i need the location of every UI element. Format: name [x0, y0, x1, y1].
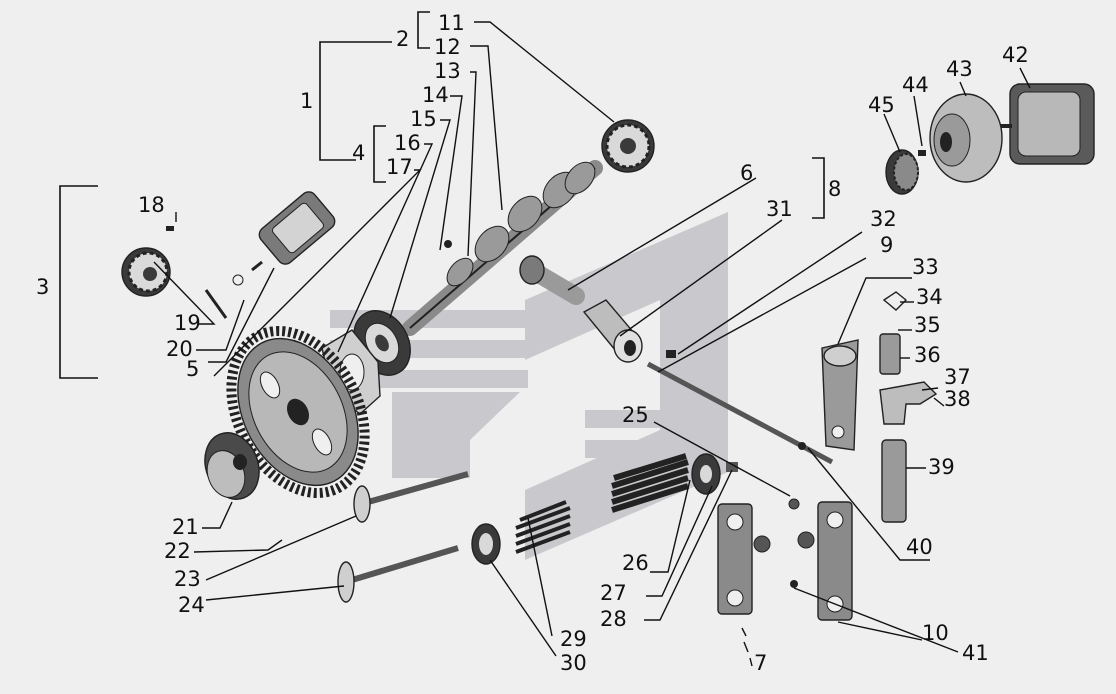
- label-21: 21: [172, 515, 199, 539]
- label-11: 11: [438, 11, 465, 35]
- label-34: 34: [916, 285, 943, 309]
- tappet-7: [717, 503, 771, 615]
- leader-lines: [153, 21, 1031, 667]
- cap-27: [691, 453, 738, 495]
- label-43: 43: [946, 57, 973, 81]
- label-13: 13: [434, 59, 461, 83]
- label-4: 4: [352, 141, 365, 165]
- label-30: 30: [560, 651, 587, 675]
- label-18: 18: [138, 193, 165, 217]
- label-44: 44: [902, 73, 929, 97]
- label-29: 29: [560, 627, 587, 651]
- label-36: 36: [914, 343, 941, 367]
- label-45: 45: [868, 93, 895, 117]
- label-39: 39: [928, 455, 955, 479]
- rocker-33: [821, 339, 859, 451]
- spring-26: [611, 453, 689, 513]
- label-28: 28: [600, 607, 627, 631]
- valve-23: [353, 471, 469, 523]
- key-44: [918, 150, 926, 156]
- label-1: 1: [300, 89, 313, 113]
- pinion-45: [885, 149, 919, 195]
- small-gear-19: [121, 247, 171, 297]
- pin-32: [666, 350, 676, 358]
- label-2: 2: [396, 27, 409, 51]
- label-16: 16: [394, 131, 421, 155]
- camshaft-12: [402, 160, 603, 336]
- tappet-10: [788, 498, 853, 621]
- label-31: 31: [766, 197, 793, 221]
- label-9: 9: [880, 233, 893, 257]
- label-38: 38: [944, 387, 971, 411]
- alternator-42: [992, 83, 1095, 165]
- label-35: 35: [914, 313, 941, 337]
- label-42: 42: [1002, 43, 1029, 67]
- label-41: 41: [962, 641, 989, 665]
- label-24: 24: [178, 593, 205, 617]
- label-33: 33: [912, 255, 939, 279]
- gear-wheel-11: [601, 119, 655, 173]
- label-19: 19: [174, 311, 201, 335]
- spring-29: [515, 500, 571, 554]
- bearing-15: [353, 310, 411, 376]
- cam-hub-21: [204, 432, 260, 500]
- brackets: [59, 11, 825, 379]
- label-20: 20: [166, 337, 193, 361]
- parts: [121, 83, 1095, 621]
- label-5: 5: [186, 357, 199, 381]
- label-3: 3: [36, 275, 49, 299]
- valve-24: [337, 545, 459, 603]
- label-32: 32: [870, 207, 897, 231]
- part-number-labels: 1 2 3 4 5 6 7 8 9 10 11 12 13 14 15 16 1…: [36, 11, 1029, 675]
- label-26: 26: [622, 551, 649, 575]
- label-7: 7: [754, 651, 767, 675]
- label-6: 6: [740, 161, 753, 185]
- label-8: 8: [828, 177, 841, 201]
- label-14: 14: [422, 83, 449, 107]
- label-25: 25: [622, 403, 649, 427]
- label-40: 40: [906, 535, 933, 559]
- small-parts-34-41: [790, 291, 938, 588]
- label-15: 15: [410, 107, 437, 131]
- label-17: 17: [386, 155, 413, 179]
- bushing-6: [519, 255, 585, 305]
- label-22: 22: [164, 539, 191, 563]
- label-27: 27: [600, 581, 627, 605]
- bushing-31: [582, 299, 643, 363]
- washer-30: [471, 523, 501, 565]
- label-10: 10: [922, 621, 949, 645]
- governor-sleeve-3: [251, 191, 336, 272]
- label-12: 12: [434, 35, 461, 59]
- drive-flange-43: [929, 93, 1003, 183]
- label-23: 23: [174, 567, 201, 591]
- label-37: 37: [944, 365, 971, 389]
- pins-18-20: [166, 226, 452, 319]
